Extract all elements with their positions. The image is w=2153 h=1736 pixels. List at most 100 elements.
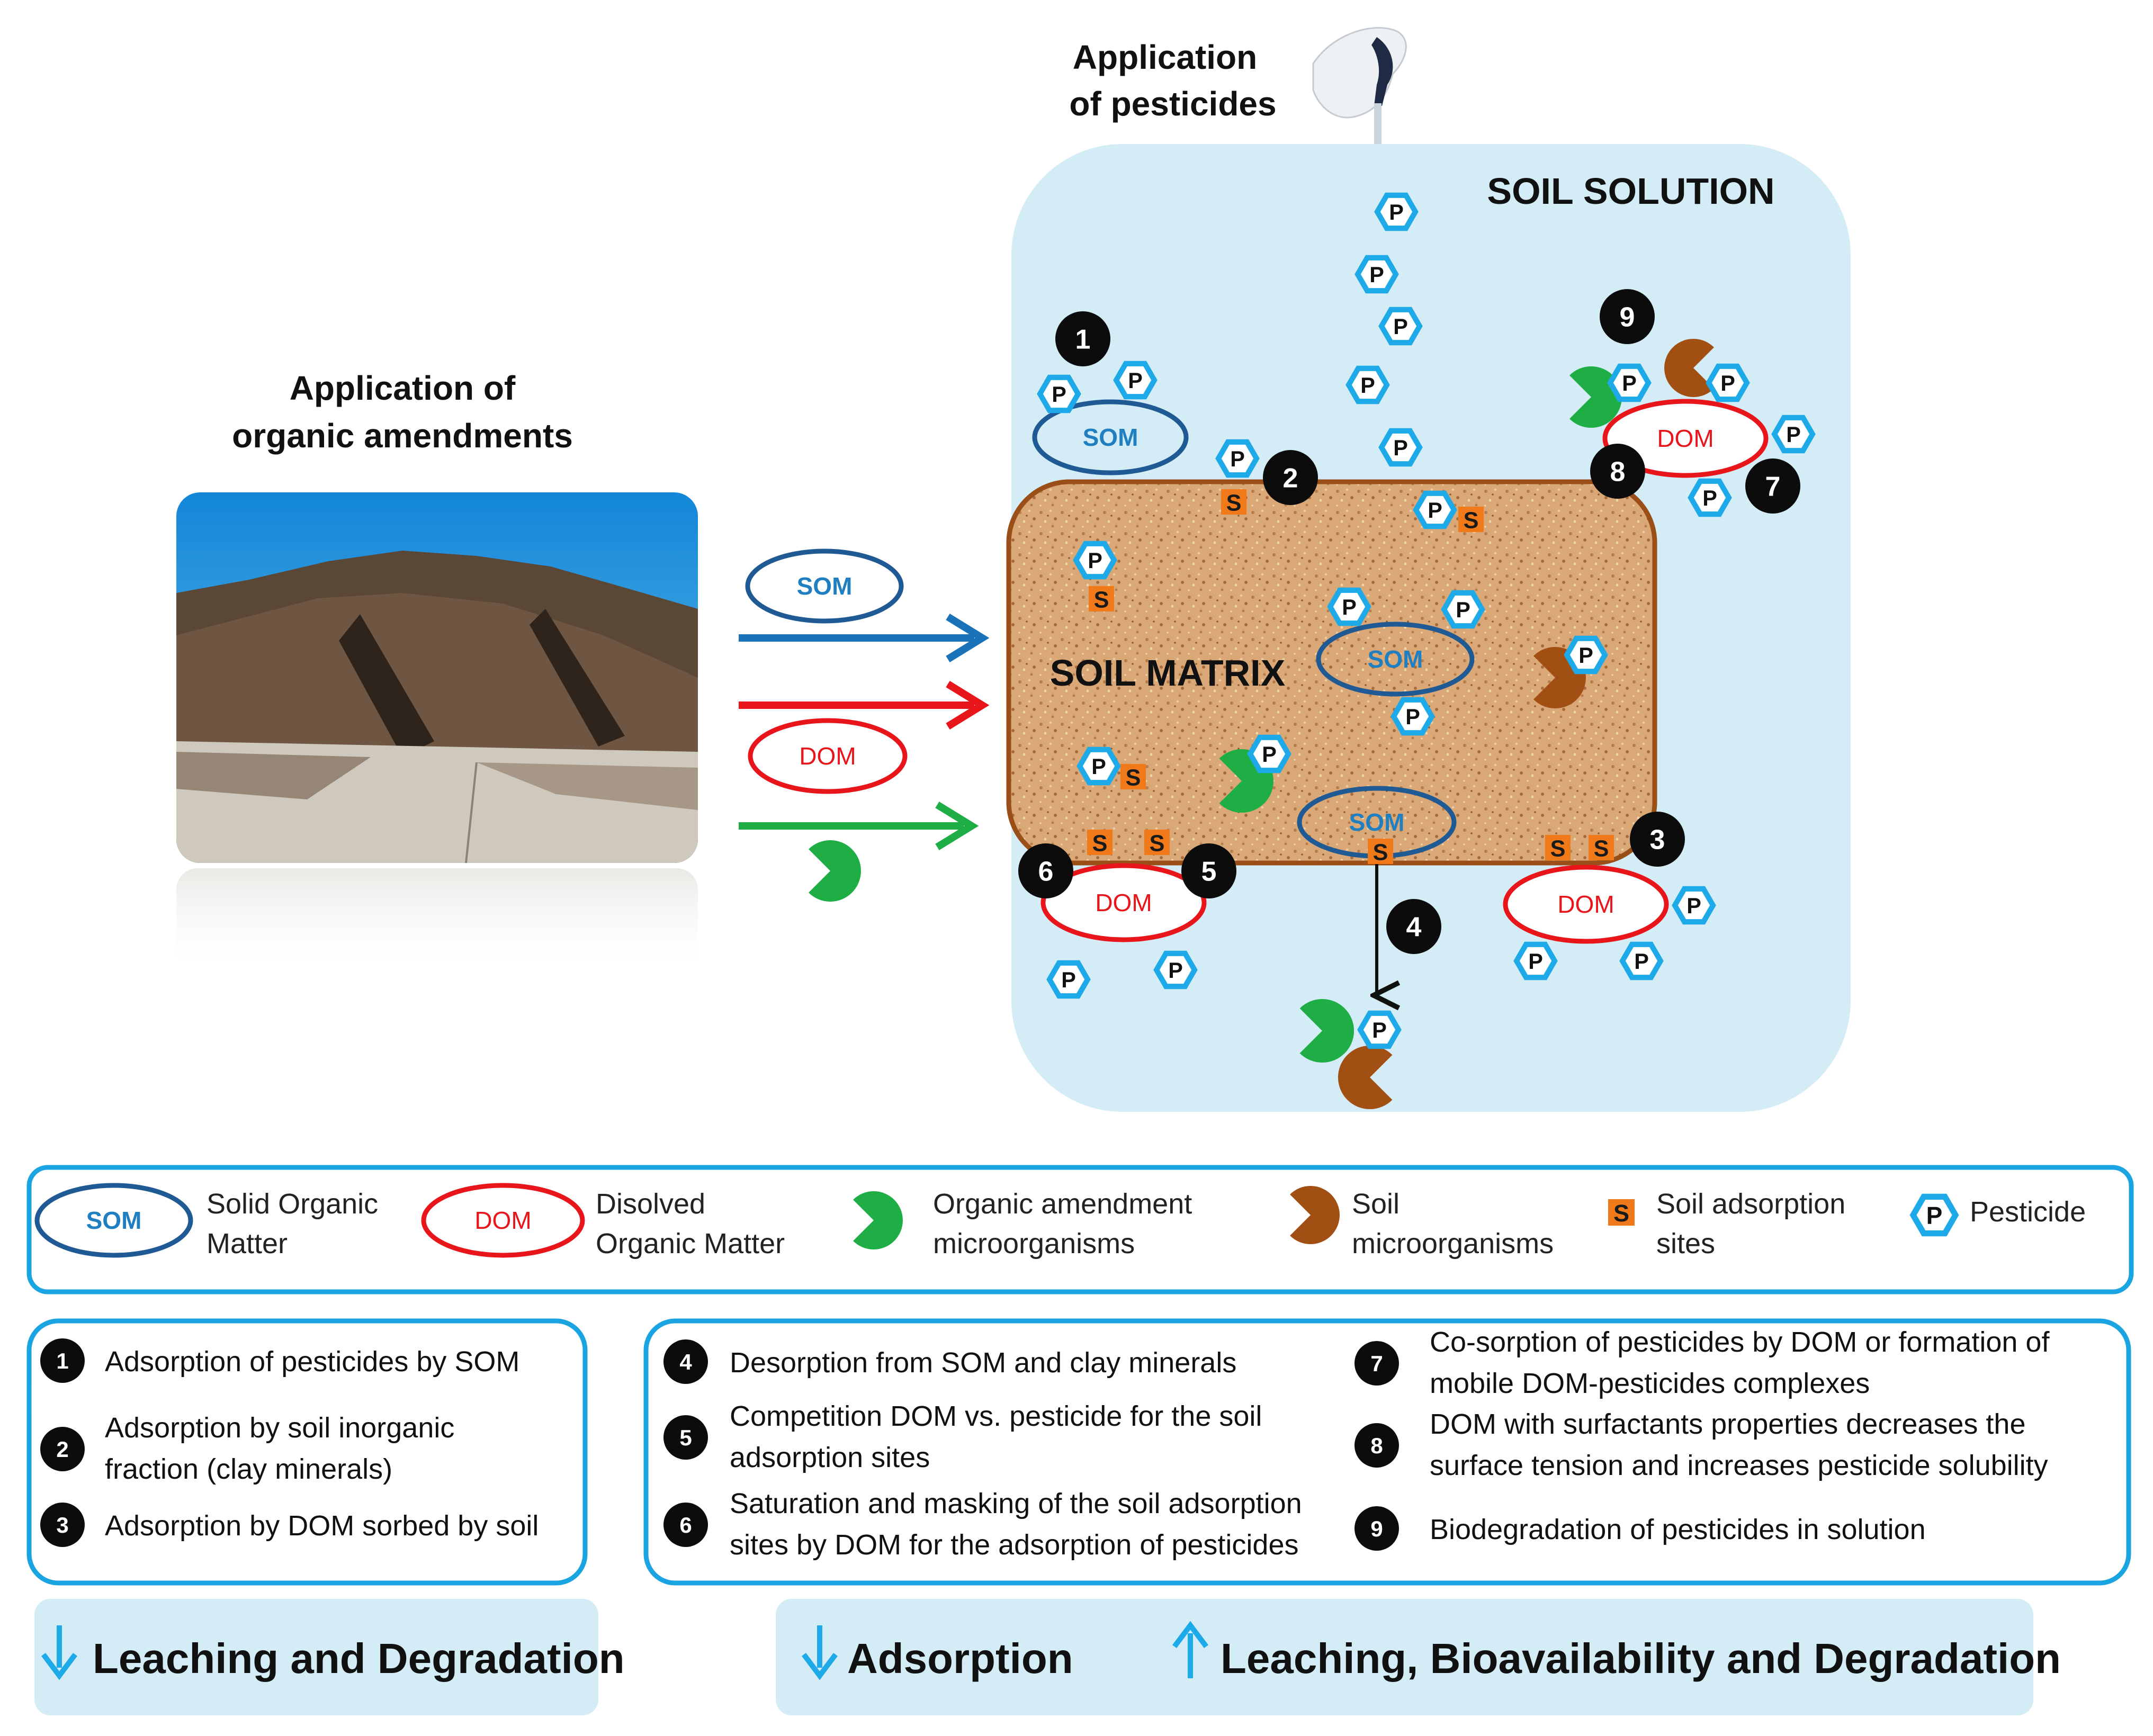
svg-text:7: 7 [1370,1351,1383,1376]
pesticide-icon: P [1607,363,1652,402]
summary-left-bar [34,1599,598,1715]
svg-text:P: P [1393,314,1408,339]
svg-text:SOM: SOM [1349,808,1405,836]
svg-text:P: P [1342,595,1357,619]
definition-1-badge: 1 [40,1338,85,1383]
soil-matrix-label: SOIL MATRIX [1050,652,1286,694]
svg-text:SOM: SOM [1368,645,1423,673]
svg-text:DOM: DOM [1657,425,1714,452]
step-7-badge: 7 [1745,458,1800,514]
definition-7-text-line2: mobile DOM-pesticides complexes [1430,1368,1870,1399]
pesticide-icon: P [1619,941,1664,981]
definition-3-badge: 3 [40,1503,85,1547]
definition-9-badge: 9 [1354,1506,1399,1551]
pesticide-icon: P [1037,374,1081,413]
legend-pesticide-icon: P [1909,1193,1959,1237]
definition-5-text-line1: Competition DOM vs. pesticide for the so… [730,1400,1262,1432]
adsorption-site-icon: S [1120,764,1146,790]
svg-text:S: S [1373,840,1388,865]
definition-5-badge: 5 [663,1415,708,1460]
svg-text:SOM: SOM [797,572,853,600]
svg-text:S: S [1594,836,1609,861]
svg-text:1: 1 [56,1348,68,1373]
pesticide-icon: P [1513,941,1558,981]
legend-green-microbe-label-line2: microorganisms [933,1228,1135,1260]
svg-text:P: P [1456,598,1470,622]
definition-4-badge: 4 [663,1339,708,1384]
dom-ellipse-bottom-right: DOM [1503,865,1669,944]
svg-text:9: 9 [1620,302,1635,333]
legend-som-label-line1: Solid Organic [207,1188,378,1220]
pesticide-icon: P [1153,950,1198,990]
definition-6-badge: 6 [663,1503,708,1547]
svg-text:3: 3 [1650,825,1665,856]
svg-text:S: S [1226,490,1242,516]
svg-text:P: P [1634,949,1649,974]
legend-pesticide-label: Pesticide [1970,1196,2086,1228]
svg-text:P: P [1168,958,1183,983]
svg-text:P: P [1720,371,1735,395]
adsorption-site-icon: S [1545,835,1571,861]
pesticide-icon: P [1378,428,1423,467]
pesticide-icon: P [1354,255,1399,294]
pesticide-icon: P [1391,697,1435,736]
adsorption-site-icon: S [1221,489,1246,516]
svg-text:P: P [1128,368,1143,393]
definition-6-text-line2: sites by DOM for the adsorption of pesti… [730,1529,1299,1561]
svg-text:4: 4 [679,1350,692,1374]
svg-text:P: P [1088,548,1102,573]
definition-7-text-line1: Co-sorption of pesticides by DOM or form… [1430,1326,2050,1358]
pesticide-icon: P [1706,363,1750,402]
adsorption-site-icon: S [1089,586,1114,613]
svg-text:P: P [1230,447,1245,471]
adsorption-site-icon: S [1144,830,1170,856]
definition-6-text-line1: Saturation and masking of the soil adsor… [730,1488,1302,1519]
legend-brown-microbe-label-line1: Soil [1352,1188,1400,1220]
soil-solution-label: SOIL SOLUTION [1487,170,1774,212]
svg-text:P: P [1702,486,1717,510]
svg-text:SOM: SOM [86,1207,142,1234]
solution-brown-microbe-icon [1664,338,1714,397]
pesticide-icon: P [1374,192,1419,231]
pesticide-icon: P [1113,361,1158,400]
amendments-heading-line2: organic amendments [232,417,573,455]
dom-ellipse-bottom-left: DOM [1040,863,1207,942]
svg-text:P: P [1786,422,1801,447]
legend-dom-label-line2: Organic Matter [596,1228,785,1260]
svg-text:P: P [1405,705,1420,729]
definition-8-text-line2: surface tension and increases pesticide … [1430,1450,2048,1481]
legend-site-label-line1: Soil adsorption [1656,1188,1845,1220]
inflow-som-ellipse: SOM [745,548,904,624]
inflow-dom-ellipse: DOM [748,718,908,794]
pesticide-icon: P [1073,541,1117,580]
svg-text:7: 7 [1765,472,1781,502]
svg-text:P: P [1686,894,1701,918]
summary-leaching-degradation: Leaching and Degradation [93,1635,625,1682]
down-arrow-icon [41,1625,77,1680]
definition-3-text: Adsorption by DOM sorbed by soil [105,1510,539,1542]
svg-text:DOM: DOM [1095,889,1152,916]
summary-adsorption: Adsorption [847,1635,1073,1682]
svg-text:P: P [1578,643,1593,668]
definitions-left-box [26,1318,588,1586]
pesticide-icon: P [1357,1010,1402,1049]
svg-text:P: P [1052,382,1066,407]
inflow-arrows [739,614,990,850]
svg-text:P: P [1926,1202,1943,1229]
svg-text:S: S [1464,508,1479,533]
definition-2-text-line1: Adsorption by soil inorganic [105,1412,454,1444]
svg-text:S: S [1126,765,1141,790]
svg-text:6: 6 [1038,857,1054,887]
svg-text:9: 9 [1370,1516,1383,1541]
pesticides-heading-line1: Application [1073,38,1257,76]
definition-9-text: Biodegradation of pesticides in solution [1430,1514,1926,1545]
svg-text:2: 2 [56,1437,68,1462]
svg-text:3: 3 [56,1513,68,1537]
svg-text:P: P [1091,754,1106,779]
adsorption-site-icon: S [1458,507,1484,533]
svg-text:S: S [1613,1200,1629,1227]
svg-text:6: 6 [679,1513,692,1537]
svg-text:8: 8 [1370,1433,1383,1458]
svg-text:P: P [1372,1018,1387,1042]
